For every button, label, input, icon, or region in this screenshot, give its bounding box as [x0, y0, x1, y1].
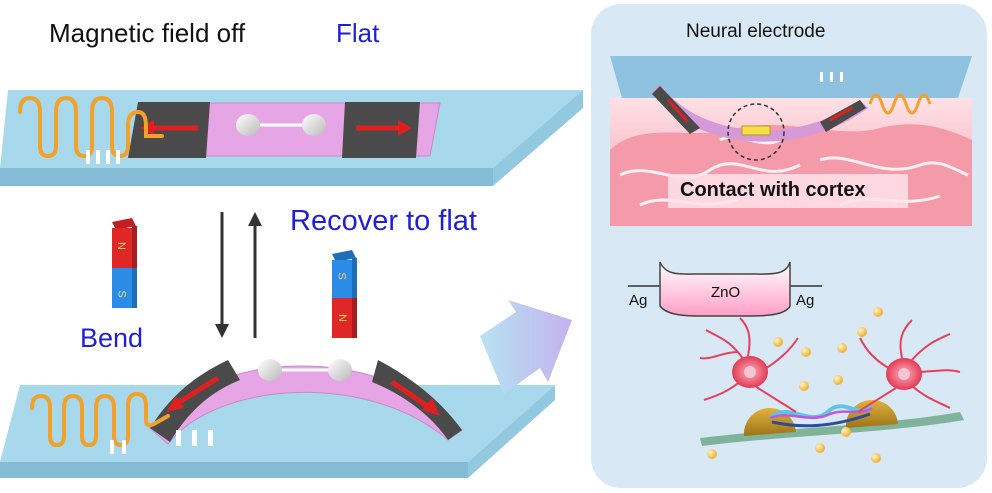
magnet-left-s-label: S [115, 290, 128, 298]
left-magnet [112, 218, 137, 308]
bent-device [0, 359, 555, 478]
magnet-left-n-label: N [114, 242, 127, 250]
flat-device [0, 90, 583, 186]
flat-label: Flat [336, 18, 380, 48]
bend-label: Bend [80, 323, 144, 353]
flat-left-ball [236, 114, 260, 136]
magnet-right-n-label: N [335, 314, 348, 322]
magnetic-field-off-label: Magnetic field off [49, 18, 246, 48]
zno-bridge [659, 261, 791, 317]
electrode-plate [610, 56, 972, 98]
transition-arrow [480, 300, 572, 394]
contact-with-cortex-label: Contact with cortex [680, 179, 866, 201]
flat-serpentine-coil [18, 95, 164, 159]
flat-substrate-side [0, 168, 493, 186]
right-magnet [332, 250, 357, 338]
bent-right-red-arrow [390, 379, 432, 411]
ag-left-label: Ag [629, 292, 648, 309]
zno-contact-pad [741, 125, 771, 136]
neuron-substrate [700, 412, 964, 446]
ion-particles [707, 307, 883, 463]
bent-left-red-arrow [174, 375, 220, 407]
recover-to-flat-label: Recover to flat [290, 205, 477, 237]
flat-right-ball [302, 114, 326, 136]
right-gold-electrode [845, 399, 898, 428]
electrode-cortex-scene [610, 56, 972, 226]
electrode-film [652, 84, 868, 142]
contact-zoom-circle [727, 103, 785, 161]
bent-serpentine-coil [30, 391, 170, 448]
zno-bridge-schematic [628, 261, 822, 317]
neuron-scene [699, 307, 964, 463]
ag-right-label: Ag [796, 292, 815, 309]
magnet-right-s-label: S [335, 272, 348, 280]
neural-electrode-title: Neural electrode [686, 21, 826, 42]
zno-label: ZnO [711, 284, 741, 301]
